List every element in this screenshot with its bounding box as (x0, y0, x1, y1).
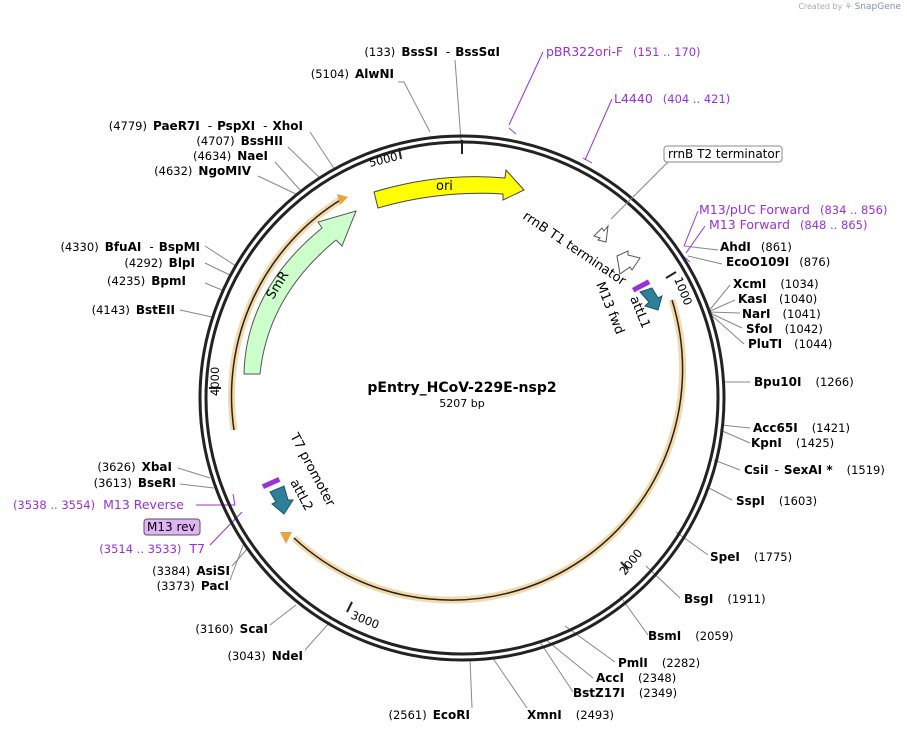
site-blpi: (4292)BlpI (124, 256, 195, 270)
site-bstz17i: BstZ17I(2349) (573, 686, 677, 700)
site-ecoo109i: EcoO109I(876) (726, 255, 830, 269)
plasmid-length: 5207 bp (439, 397, 484, 410)
tick-marks (209, 140, 677, 613)
primer-labels: pBR322ori-F(151 .. 170) L4440(404 .. 421… (13, 44, 888, 556)
site-bsssi: (133)BssSI-BssSαI (364, 45, 500, 59)
ori-feature: ori (373, 168, 525, 209)
ori-label: ori (436, 179, 453, 194)
site-acc65i: Acc65I(1421) (753, 421, 850, 435)
attl1-feature: M13 fwd attL1 (592, 279, 663, 337)
site-bsteii: (4143)BstEII (92, 303, 175, 317)
m13-rev-callout: M13 rev (143, 518, 201, 536)
attl2-feature: T7 promoter attL2 (261, 430, 338, 515)
site-bfuai: (4330)BfuAI-BspMI (60, 240, 200, 254)
primer-t7: (3514 .. 3533)T7 (99, 541, 205, 556)
site-kpni: KpnI(1425) (751, 436, 834, 450)
site-ecori: (2561)EcoRI (388, 708, 470, 722)
site-scai: (3160)ScaI (195, 622, 268, 636)
site-bpmi: (4235)BpmI (107, 274, 186, 288)
site-labels-right: AhdI(861) EcoO109I(876) XcmI(1034) KasI(… (527, 240, 885, 722)
site-xmni: XmnI(2493) (527, 708, 614, 722)
site-ngomiv: (4632)NgoMIV (154, 164, 252, 178)
rrnb-t2-label: rrnB T2 terminator (668, 147, 780, 161)
site-sfoi: SfoI(1042) (746, 322, 823, 336)
snapgene-credit: Created by ⚘ SnapGene (798, 2, 901, 12)
plasmid-name: pEntry_HCoV-229E-nsp2 (367, 380, 556, 396)
site-labels-left: (133)BssSI-BssSαI (5104)AlwNI (4779)PaeR… (60, 45, 500, 722)
m13-fwd-label: M13 fwd (592, 280, 627, 337)
site-paci: (3373)PacI (157, 579, 229, 593)
site-acci: AccI(2348) (596, 671, 676, 685)
t7-promoter-label: T7 promoter (286, 430, 338, 510)
site-bsgi: BsgI(1911) (684, 592, 766, 606)
site-paer7i: (4779)PaeR7I-PspXI-XhoI (109, 119, 303, 133)
site-alwni: (5104)AlwNI (311, 67, 394, 81)
orf-arcs (228, 194, 687, 604)
site-sspi: SspI(1603) (736, 494, 817, 508)
site-bseri: (3613)BseRI (94, 476, 176, 490)
site-xcmi: XcmI(1034) (733, 277, 819, 291)
site-bsmi: BsmI(2059) (648, 629, 734, 643)
terminator-arrows (593, 224, 641, 275)
tick-label-2000: 2000 (616, 546, 645, 578)
site-asisi: (3384)AsiSI (152, 564, 230, 578)
rrnb-t2-callout: rrnB T2 terminator (610, 145, 783, 220)
credit-brand: SnapGene (854, 2, 901, 12)
primer-m13-forward: M13 Forward(848 .. 865) (709, 217, 867, 232)
site-naei: (4634)NaeI (193, 149, 268, 163)
primer-m13-puc-forward: M13/pUC Forward(834 .. 856) (699, 202, 887, 217)
site-spei: SpeI(1775) (710, 550, 792, 564)
site-bpu10i: Bpu10I(1266) (754, 375, 854, 389)
site-pluti: PluTI(1044) (748, 337, 832, 351)
tick-label-5000: 5000 (367, 149, 399, 170)
primer-l4440: L4440(404 .. 421) (614, 91, 730, 106)
site-xbai: (3626)XbaI (97, 460, 172, 474)
site-pmli: PmlI(2282) (618, 656, 700, 670)
site-nari: NarI(1041) (742, 307, 821, 321)
leader-lines (177, 59, 751, 709)
m13-rev-label: M13 rev (147, 520, 196, 534)
site-bsshii: (4707)BssHII (196, 134, 283, 148)
primer-pbr322ori-f: pBR322ori-F(151 .. 170) (546, 44, 701, 59)
credit-prefix: Created by (798, 2, 843, 11)
site-ahdi: AhdI(861) (720, 240, 792, 254)
primer-m13-reverse: (3538 .. 3554)M13 Reverse (13, 497, 184, 512)
site-csii: CsiI-SexAI *(1519) (744, 463, 885, 477)
rrnb-t1-label: rrnB T1 terminator (520, 209, 629, 289)
snapgene-logo-icon: ⚘ (844, 2, 853, 11)
site-ndei: (3043)NdeI (228, 649, 304, 663)
tick-label-3000: 3000 (349, 608, 381, 632)
site-kasi: KasI(1040) (738, 292, 817, 306)
tick-label-4000: 4000 (208, 367, 222, 396)
